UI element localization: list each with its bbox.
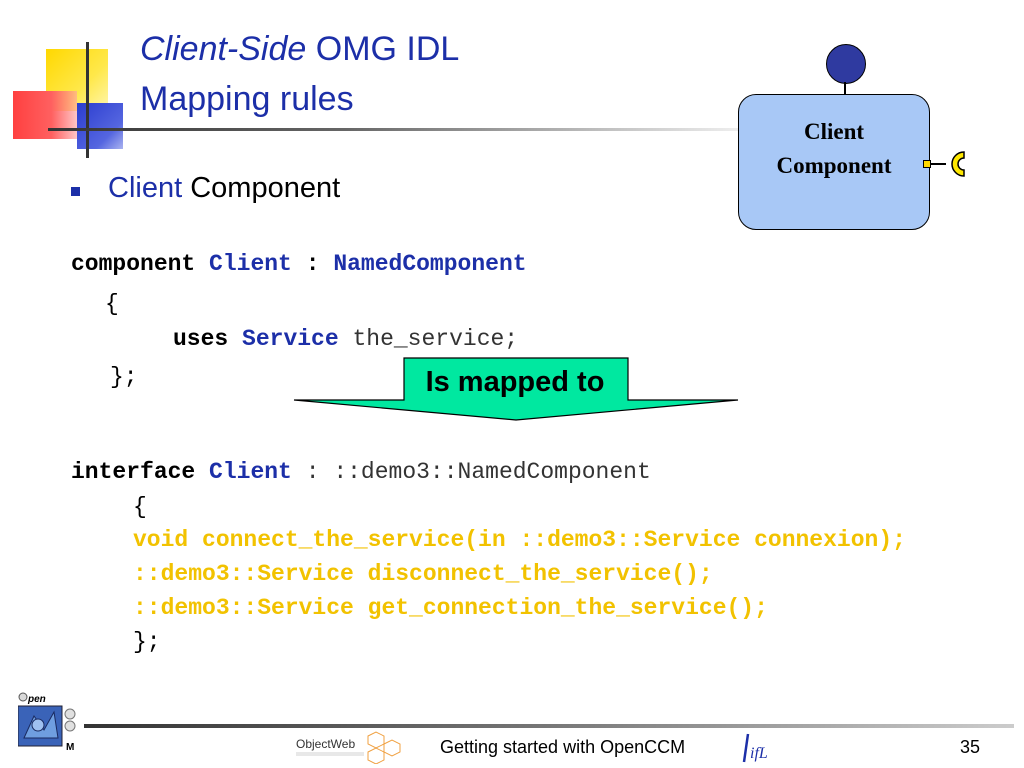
- code-line-op3: ::demo3::Service get_connection_the_serv…: [133, 595, 768, 621]
- svg-text:pen: pen: [27, 694, 46, 705]
- sep: :: [305, 459, 320, 485]
- slide-title-line1: Client-Side OMG IDL: [140, 30, 459, 69]
- code-line-op1: void connect_the_service(in ::demo3::Ser…: [133, 527, 906, 553]
- receptacle-connector: [923, 160, 931, 168]
- svg-text:ObjectWeb: ObjectWeb: [296, 737, 355, 751]
- svg-text:M: M: [66, 742, 74, 753]
- footer-title: Getting started with OpenCCM: [440, 737, 686, 757]
- code-line-open-brace: {: [105, 291, 119, 317]
- mapped-to-arrow: [293, 357, 739, 421]
- kw-uses: uses: [173, 326, 229, 352]
- sep: :: [305, 251, 320, 277]
- component-name: Client: [209, 251, 292, 277]
- close-brace: };: [110, 364, 138, 390]
- facet-port-stem: [844, 82, 846, 95]
- code-line-interface-open: {: [133, 494, 147, 520]
- uses-field: the_service;: [352, 326, 519, 352]
- title-italic-part: Client-Side: [140, 30, 307, 68]
- slide-title-line2: Mapping rules: [140, 80, 354, 118]
- objectweb-logo-icon: ObjectWeb: [296, 731, 401, 764]
- code-line-uses: uses Service the_service;: [173, 326, 518, 352]
- code-line-interface: interface Client : ::demo3::NamedCompone…: [71, 459, 651, 485]
- component-base: NamedComponent: [333, 251, 527, 277]
- receptacle-icon: [951, 151, 965, 177]
- bullet-icon: [71, 187, 80, 196]
- svg-text:ifL: ifL: [750, 745, 768, 762]
- bullet-text: Client Component: [108, 172, 340, 205]
- component-label-line2: Component: [776, 153, 892, 178]
- openccm-logo-icon: pen M: [18, 692, 76, 753]
- footer-line: [84, 724, 1014, 728]
- receptacle-stem: [930, 163, 946, 165]
- code-line-component: component Client : NamedComponent: [71, 251, 527, 277]
- arrow-label: Is mapped to: [425, 366, 605, 398]
- uses-type: Service: [242, 326, 339, 352]
- code-line-interface-close: };: [133, 629, 161, 655]
- title-underline: [48, 128, 788, 131]
- component-label-line1: Client: [803, 119, 865, 144]
- title-rest-part: OMG IDL: [306, 30, 460, 68]
- facet-port-icon: [826, 44, 866, 84]
- bullet-word-client: Client: [108, 172, 183, 204]
- interface-base: ::demo3::NamedComponent: [333, 459, 651, 485]
- decor-vertical-line: [86, 42, 89, 158]
- page-number: 35: [960, 737, 981, 757]
- bullet-word-component: Component: [182, 172, 341, 204]
- decor-blue-square: [77, 103, 123, 149]
- kw-component: component: [71, 251, 196, 277]
- kw-interface: interface: [71, 459, 196, 485]
- code-line-close-brace: };: [110, 364, 138, 390]
- client-component-box: Client Component: [738, 94, 930, 230]
- code-line-op2: ::demo3::Service disconnect_the_service(…: [133, 561, 713, 587]
- decor-red-square: [13, 91, 77, 139]
- lifl-logo-icon: ifL: [742, 733, 768, 763]
- interface-name: Client: [209, 459, 292, 485]
